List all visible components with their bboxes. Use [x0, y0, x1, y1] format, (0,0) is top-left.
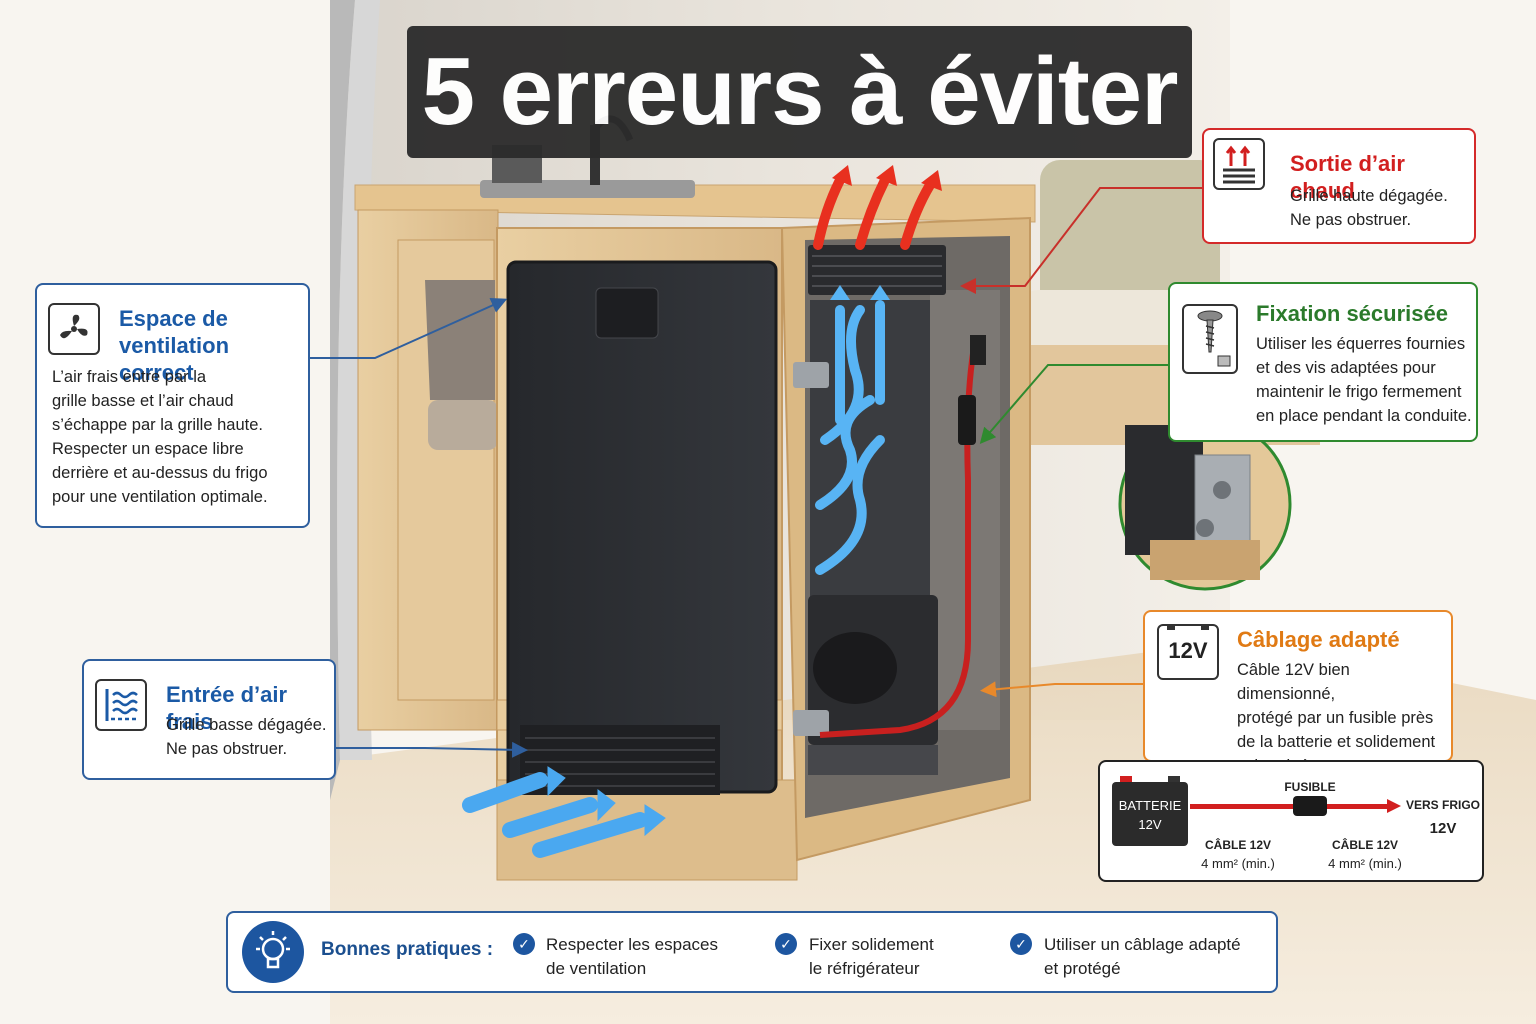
- sink: [480, 180, 695, 198]
- airflow-arrows: [815, 300, 885, 575]
- fuse-holder: [958, 395, 976, 445]
- fridge-door: [506, 260, 778, 794]
- cable2-label: CÂBLE 12V: [1331, 838, 1399, 852]
- bracket-bottom: [793, 710, 829, 736]
- callout-fixing: Fixation sécurisée Utiliser les équerres…: [1168, 282, 1478, 442]
- check-icon: ✓: [1010, 933, 1032, 955]
- cable1-spec: 4 mm² (min.): [1201, 856, 1275, 871]
- ventilation-title: Espace de ventilation correct: [119, 306, 230, 385]
- callout-fresh-air: Entrée d’air frais Grille basse dégagée.…: [82, 659, 336, 780]
- hot-air-arrows: [813, 175, 935, 250]
- hot-air-text: Grille haute dégagée. Ne pas obstruer.: [1290, 187, 1448, 229]
- best-practice-item: Respecter les espaces de ventilation: [546, 935, 718, 978]
- cushion: [1040, 160, 1220, 310]
- cable1-label: CÂBLE 12V: [1204, 838, 1272, 852]
- ventilation-text: L’air frais entre par la grille basse et…: [52, 368, 268, 506]
- callout-ventilation: Espace de ventilation correct L’air frai…: [35, 283, 310, 528]
- battery-label: BATTERIE 12V: [1118, 798, 1182, 832]
- fresh-air-text: Grille basse dégagée. Ne pas obstruer.: [166, 716, 327, 758]
- fan-icon: [48, 303, 100, 355]
- callout-wiring: 12V Câblage adapté Câble 12V bien dimens…: [1143, 610, 1453, 775]
- cable-12v: [819, 339, 978, 738]
- fixing-text: Utiliser les équerres fournies et des vi…: [1256, 335, 1472, 425]
- best-practice-item: Utiliser un câblage adapté et protégé: [1044, 935, 1241, 978]
- fixing-title: Fixation sécurisée: [1256, 301, 1448, 326]
- best-practices-label: Bonnes pratiques :: [321, 939, 494, 960]
- wiring-title: Câblage adapté: [1237, 627, 1400, 652]
- target-label: VERS FRIGO: [1405, 798, 1480, 812]
- check-icon: ✓: [513, 933, 535, 955]
- bracket-top: [793, 362, 829, 388]
- fuse-label: FUSIBLE: [1284, 780, 1336, 794]
- callout-hot-air: Sortie d’air chaud Grille haute dégagée.…: [1202, 128, 1476, 244]
- hot-air-title: Sortie d’air chaud: [1290, 151, 1405, 203]
- fridge-handle: [595, 287, 659, 339]
- check-icon: ✓: [775, 933, 797, 955]
- top-grille: [808, 245, 946, 295]
- fuse-box: [1293, 796, 1327, 816]
- main-title: 5 erreurs à éviter: [421, 38, 1179, 145]
- lightbulb-icon: [242, 921, 304, 983]
- best-practice-item: Fixer solidement le réfrigérateur: [809, 935, 934, 978]
- air-intake-icon: [95, 679, 147, 731]
- target-voltage: 12V: [1429, 820, 1457, 837]
- bracket-detail-zoom: [1118, 417, 1292, 591]
- cable2-spec: 4 mm² (min.): [1328, 856, 1402, 871]
- battery-icon-label: 12V: [1168, 638, 1208, 663]
- screw-icon: [1182, 304, 1238, 374]
- wiring-diagram: BATTERIE 12V FUSIBLE VERS FRIGO 12V CÂBL…: [1098, 760, 1484, 882]
- battery-box: BATTERIE 12V: [1112, 776, 1188, 846]
- battery-12v-icon: 12V: [1157, 624, 1219, 680]
- cold-air-arrows: [462, 766, 666, 858]
- hot-air-icon: [1213, 138, 1265, 190]
- fresh-air-title: Entrée d’air frais: [166, 682, 288, 734]
- best-practices-bar: Bonnes pratiques : ✓ Respecter les espac…: [226, 911, 1278, 993]
- main-title-banner: 5 erreurs à éviter: [407, 26, 1192, 158]
